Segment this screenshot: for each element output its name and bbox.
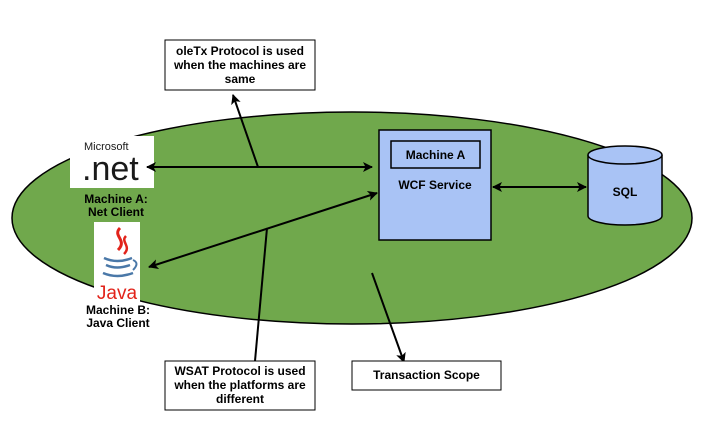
transaction-scope-box	[351, 360, 502, 391]
oletx-callout-line2: when the machines are	[173, 58, 307, 72]
oletx-callout-box	[164, 39, 316, 91]
java-logo-text: Java	[97, 283, 138, 304]
wsat-callout-line2: when the platforms are	[174, 378, 306, 392]
machine-a-server-label: Machine A	[406, 148, 466, 162]
machine-b-client-label-line1: Machine B:	[86, 303, 150, 317]
dotnet-logo: Microsoft .net	[70, 136, 154, 188]
microsoft-logo-text: Microsoft	[84, 141, 129, 153]
wsat-callout-line3: different	[216, 392, 264, 406]
oletx-callout-pointer	[231, 94, 259, 168]
wsat-callout-pointer	[254, 227, 268, 362]
wsat-callout-text: WSAT Protocol is used when the platforms…	[165, 364, 315, 406]
wsat-callout-line1: WSAT Protocol is used	[174, 364, 306, 378]
net-logo-text: .net	[82, 150, 139, 188]
sql-database-icon[interactable]	[587, 145, 663, 226]
sql-label: SQL	[613, 185, 638, 199]
java-logo: Java	[94, 222, 140, 304]
wsat-callout-box	[164, 360, 316, 411]
oletx-callout-text: oleTx Protocol is used when the machines…	[165, 44, 315, 86]
oletx-callout-line1: oleTx Protocol is used	[175, 44, 305, 58]
machine-a-label-box	[390, 140, 481, 169]
machine-a-client-label-line1: Machine A:	[84, 192, 148, 206]
transaction-scope-pointer	[371, 272, 406, 363]
machine-b-client-label-line2: Java Client	[86, 316, 149, 330]
oletx-callout-line3: same	[224, 72, 256, 86]
wsat-arrow	[148, 191, 378, 269]
transaction-scope-label: Transaction Scope	[373, 368, 480, 382]
machine-a-client-label-line2: Net Client	[88, 205, 144, 219]
wcf-service-label: WCF Service	[398, 178, 472, 192]
